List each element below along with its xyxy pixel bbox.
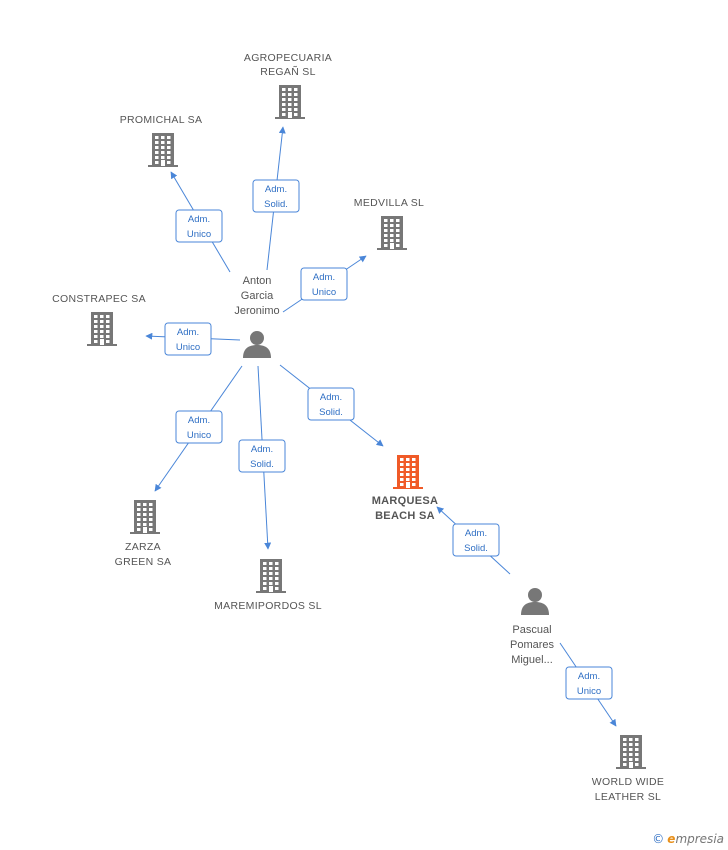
person-icon[interactable]: [243, 331, 271, 358]
edge-label-line: Adm.: [265, 184, 287, 195]
company-node-promichal[interactable]: PROMICHAL SA: [120, 114, 203, 167]
person-label: Miguel...: [511, 654, 553, 666]
company-node-constrapec[interactable]: CONSTRAPEC SA: [52, 293, 146, 346]
edge-label-line: Unico: [176, 342, 200, 353]
edge-label-box[interactable]: [164, 322, 212, 356]
edge-label-line: Unico: [577, 686, 601, 697]
edge-label-line: Solid.: [464, 543, 488, 554]
company-label: WORLD WIDE: [592, 776, 664, 788]
edge-label-line: Solid.: [319, 407, 343, 418]
building-icon[interactable]: [377, 216, 407, 250]
person-label: Jeronimo: [234, 305, 279, 317]
company-label: REGAÑ SL: [260, 65, 316, 78]
edge-anton-zarza: Adm. Unico: [154, 365, 243, 492]
edge-label-box[interactable]: [307, 387, 355, 421]
edge-anton-maremipordos: Adm. Solid.: [238, 365, 286, 550]
edges-layer: Adm.Solid.Adm.UnicoAdm.UnicoAdm.UnicoAdm…: [145, 126, 617, 727]
company-node-worldwide[interactable]: WORLD WIDE LEATHER SL: [592, 735, 664, 803]
company-label: AGROPECUARIA: [244, 52, 332, 64]
building-icon[interactable]: [616, 735, 646, 769]
edge-label-line: Adm.: [188, 415, 210, 426]
building-icon[interactable]: [148, 133, 178, 167]
edge-label-box[interactable]: [175, 410, 223, 444]
person-icon[interactable]: [521, 588, 549, 615]
company-label: ZARZA: [125, 541, 161, 553]
building-icon[interactable]: [256, 559, 286, 593]
edge-label-line: Adm.: [251, 444, 273, 455]
edge-label-line: Solid.: [264, 199, 288, 210]
building-icon[interactable]: [130, 500, 160, 534]
edge-label-box[interactable]: [175, 209, 223, 243]
edge-label-line: Adm.: [320, 392, 342, 403]
edge-label-box[interactable]: [565, 666, 613, 700]
edge-label-box[interactable]: [238, 439, 286, 473]
company-label: BEACH SA: [375, 510, 435, 522]
edge-label-line: Adm.: [578, 671, 600, 682]
company-label: CONSTRAPEC SA: [52, 293, 146, 305]
edge-label-line: Unico: [187, 229, 211, 240]
company-node-zarza[interactable]: ZARZA GREEN SA: [115, 500, 172, 568]
edge-anton-agro: Adm. Solid.: [252, 126, 300, 271]
person-label: Garcia: [241, 290, 274, 302]
copyright-icon: ©: [652, 832, 665, 846]
edge-label-line: Adm.: [177, 327, 199, 338]
company-label: MARQUESA: [372, 495, 439, 507]
person-label: Anton: [243, 275, 272, 287]
company-label: LEATHER SL: [595, 791, 661, 803]
brand-initial: e: [667, 832, 676, 846]
edge-label-line: Solid.: [250, 459, 274, 470]
building-icon[interactable]: [87, 312, 117, 346]
edge-label-line: Adm.: [465, 528, 487, 539]
edge-label-line: Adm.: [313, 272, 335, 283]
edge-pascual-worldwide: Adm. Unico: [559, 642, 617, 727]
building-icon[interactable]: [393, 455, 423, 489]
company-label: MEDVILLA SL: [354, 197, 424, 209]
edge-anton-promichal: Adm. Unico: [170, 171, 231, 273]
person-label: Pomares: [510, 639, 555, 651]
brand-logo: ©empresia: [652, 832, 724, 846]
company-label: PROMICHAL SA: [120, 114, 203, 126]
person-label: Pascual: [512, 624, 551, 636]
company-label: GREEN SA: [115, 556, 172, 568]
edge-pascual-marquesa: Adm. Solid.: [436, 506, 511, 575]
edge-anton-medvilla: Adm. Unico: [282, 255, 367, 313]
building-icon[interactable]: [275, 85, 305, 119]
company-label: MAREMIPORDOS SL: [214, 600, 322, 612]
edge-label-line: Unico: [312, 287, 336, 298]
edge-label-box[interactable]: [452, 523, 500, 557]
edge-label-line: Unico: [187, 430, 211, 441]
edge-label-box[interactable]: [252, 179, 300, 213]
edge-anton-constrapec: Adm. Unico: [145, 322, 241, 356]
company-node-marquesa[interactable]: MARQUESA BEACH SA: [372, 455, 439, 522]
company-node-medvilla[interactable]: MEDVILLA SL: [354, 197, 424, 250]
person-node-pascual[interactable]: PascualPomaresMiguel...: [510, 588, 555, 666]
edge-anton-marquesa: Adm. Solid.: [279, 364, 384, 447]
edge-label-line: Adm.: [188, 214, 210, 225]
company-node-maremipordos[interactable]: MAREMIPORDOS SL: [214, 559, 322, 612]
edge-label-box[interactable]: [300, 267, 348, 301]
brand-name: mpresia: [675, 832, 724, 846]
